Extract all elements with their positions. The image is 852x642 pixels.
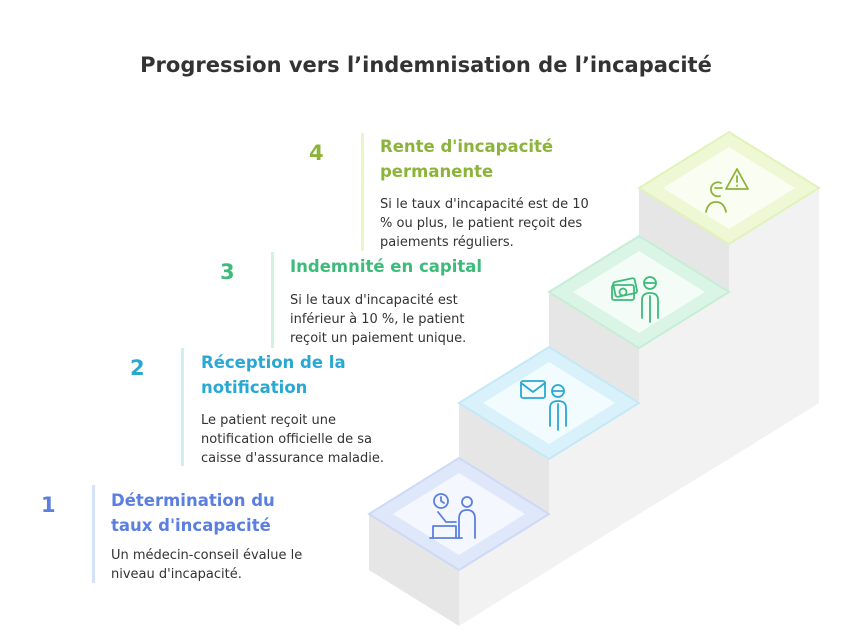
step-divider — [181, 348, 184, 466]
step-top-3 — [547, 234, 731, 350]
step-description-line2: notification officielle de sa — [201, 432, 372, 447]
step-number: 4 — [309, 141, 324, 165]
step-description-line3: paiements réguliers. — [380, 235, 514, 250]
warning-person-icon — [705, 168, 749, 213]
step-description-line1: Si le taux d'incapacité est — [290, 293, 458, 308]
step-number: 1 — [41, 493, 56, 517]
step-heading-line1: Rente d'incapacité — [380, 137, 554, 156]
step-divider — [92, 485, 95, 583]
doctor-consultation-icon — [429, 493, 476, 539]
page-title: Progression vers l’indemnisation de l’in… — [140, 53, 712, 77]
step-divider — [271, 252, 274, 348]
step-description-line1: Un médecin-conseil évalue le — [111, 548, 303, 563]
step-description-line1: Si le taux d'incapacité est de 10 — [380, 197, 589, 212]
step-description-line3: reçoit un paiement unique. — [290, 331, 467, 346]
step-heading-line2: notification — [201, 378, 308, 397]
step-description-line2: inférieur à 10 %, le patient — [290, 312, 465, 327]
step-number: 2 — [130, 356, 145, 380]
step-description-line2: niveau d'incapacité. — [111, 567, 242, 582]
step-heading-line2: permanente — [380, 162, 494, 181]
step-heading-line1: Indemnité en capital — [290, 257, 483, 276]
step-top-4 — [637, 130, 821, 246]
step-description-line1: Le patient reçoit une — [201, 413, 337, 428]
step-description-line2: % ou plus, le patient reçoit des — [380, 216, 583, 231]
step-number: 3 — [220, 260, 235, 284]
step-divider — [361, 133, 364, 251]
step-heading-line2: taux d'incapacité — [111, 516, 271, 535]
step-heading-line1: Réception de la — [201, 353, 346, 372]
mail-person-icon — [520, 380, 567, 431]
step-top-2 — [457, 345, 641, 461]
money-person-icon — [611, 276, 659, 323]
step-description-line3: caisse d'assurance maladie. — [201, 451, 385, 466]
step-heading-line1: Détermination du — [111, 491, 275, 510]
